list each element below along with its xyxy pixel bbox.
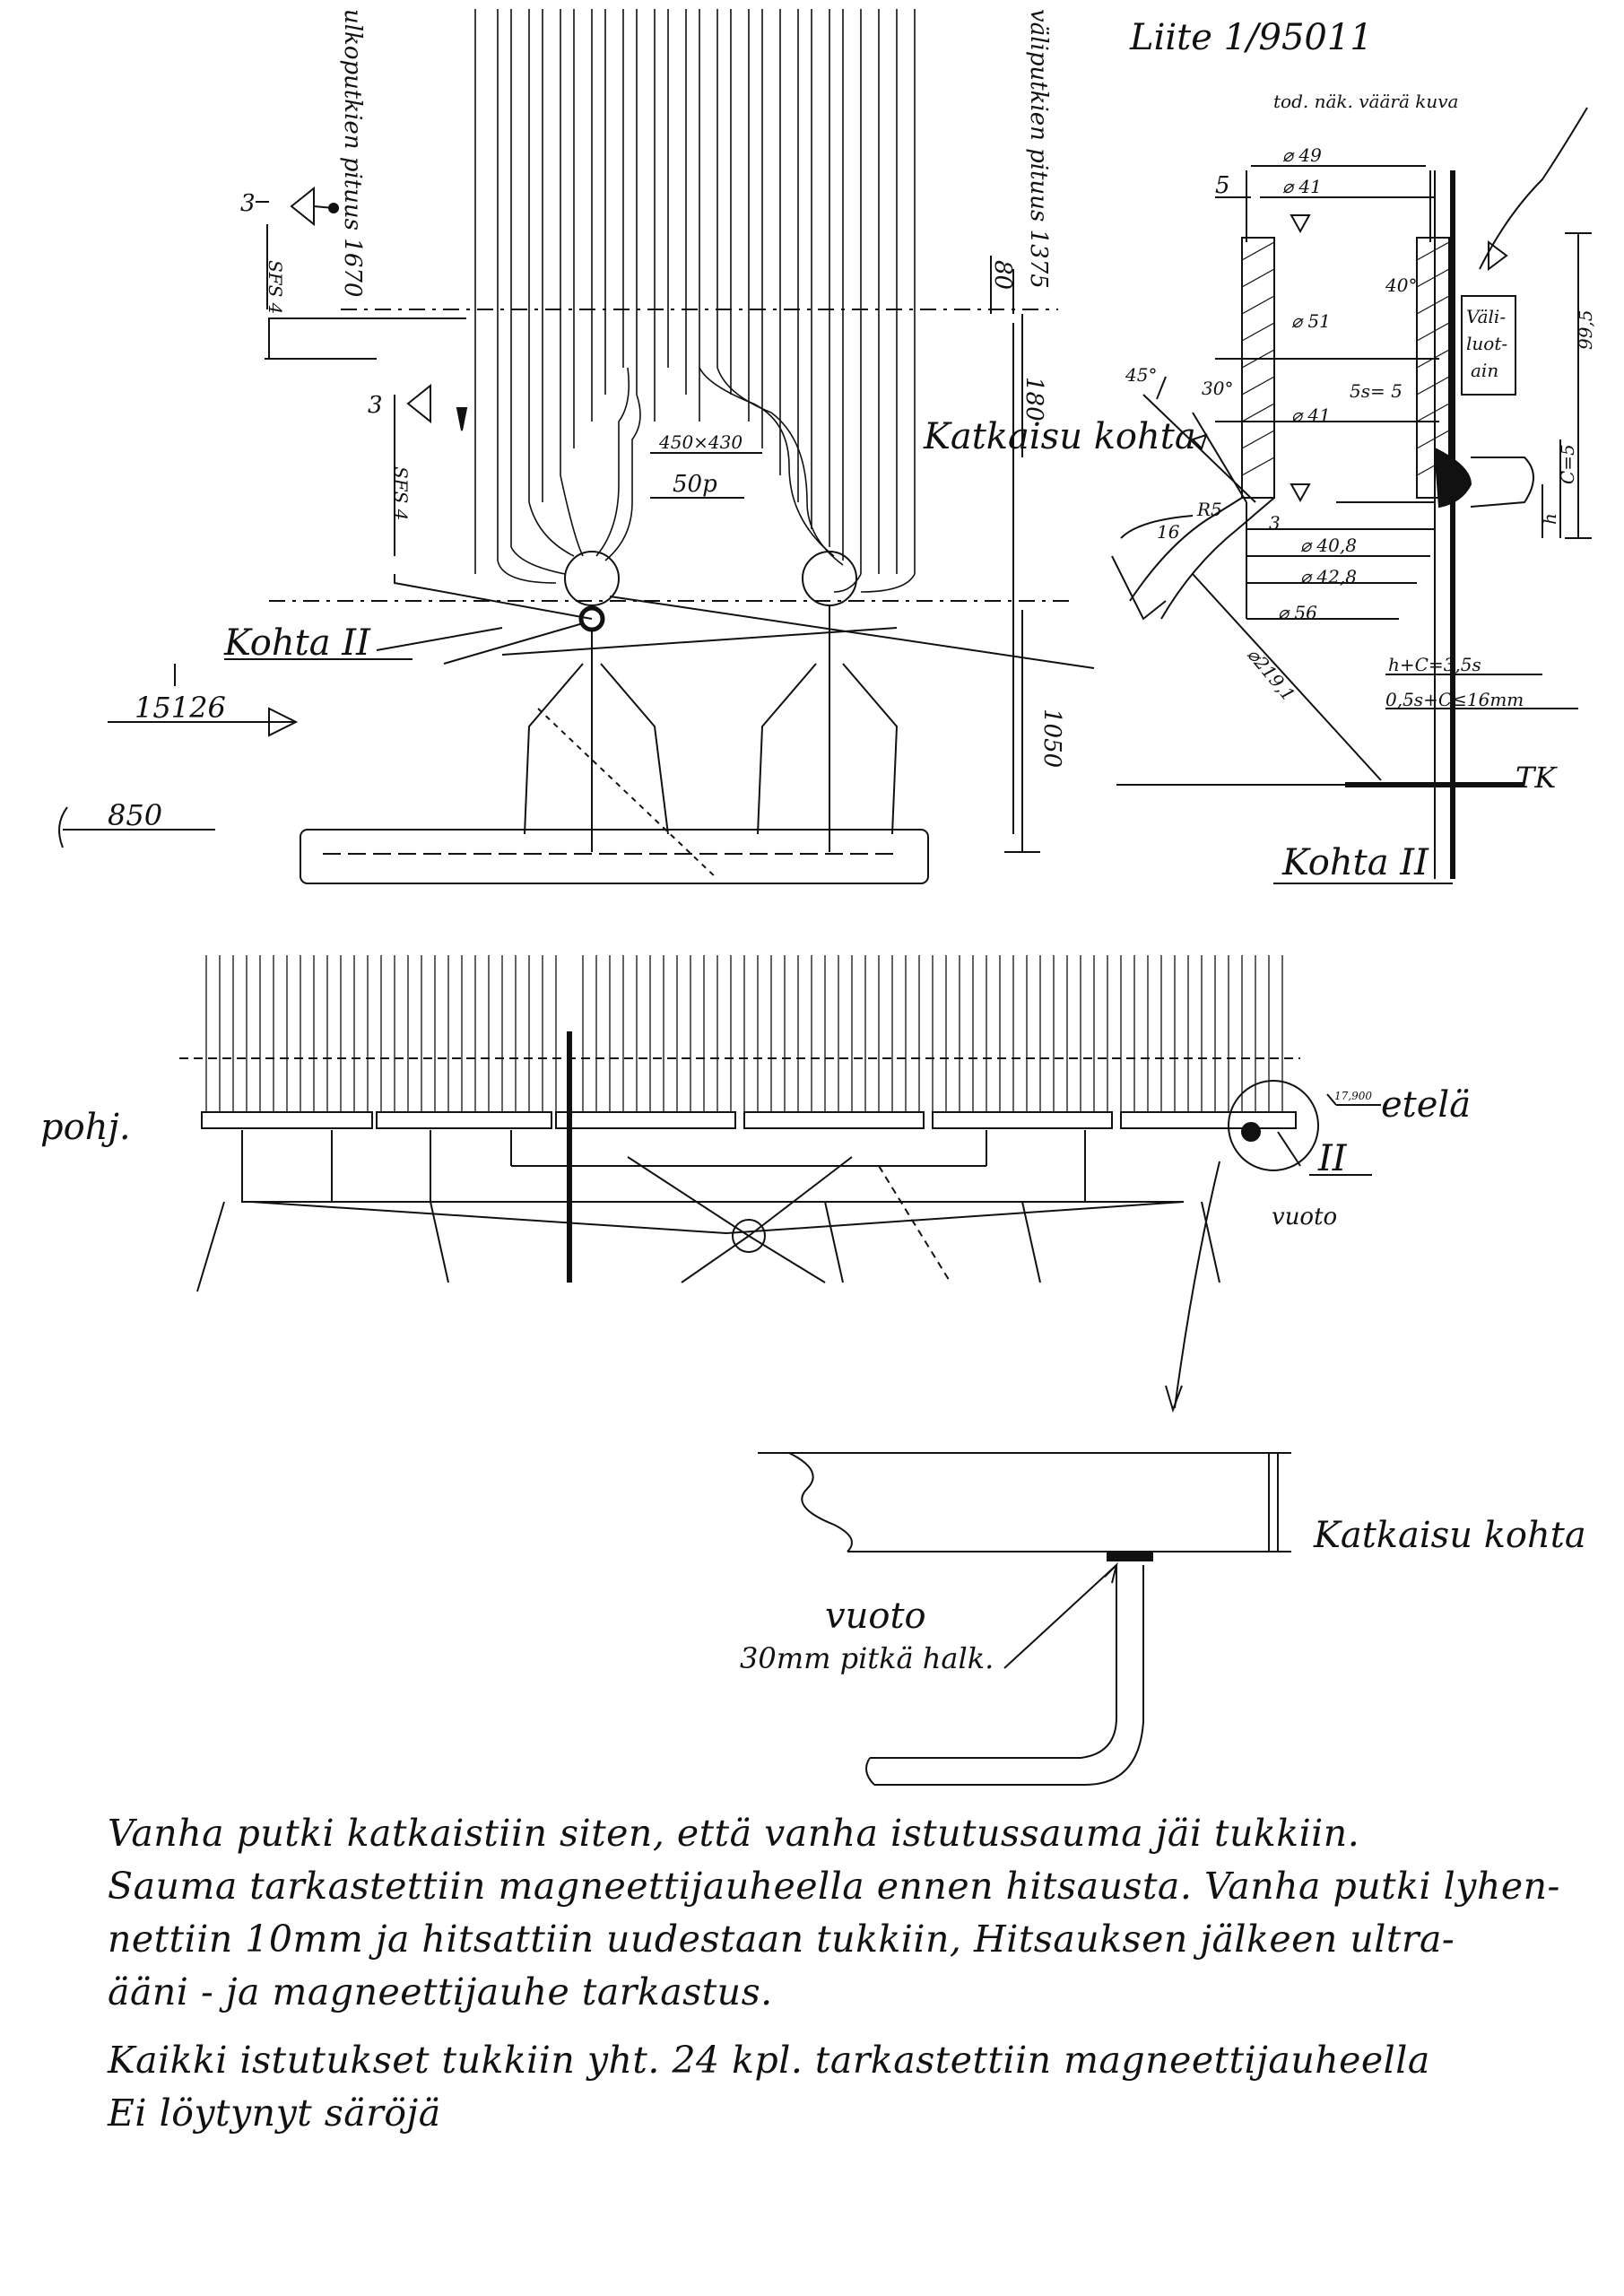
dim-5: 5 [1215,172,1230,199]
north-label: pohj. [40,1107,131,1148]
angle-40: 40° [1385,274,1417,296]
dim-d42-8: ⌀ 42,8 [1300,566,1357,587]
note-line: nettiin 10mm ja hitsattiin uudestaan tuk… [108,1918,1455,1961]
formula-2: 0,5s+C≤16mm [1385,689,1524,710]
dim-16: 16 [1157,521,1180,543]
point-II-label-detail: Kohta II [1281,842,1429,883]
south-label: etelä [1381,1084,1471,1126]
plan-header-circle [732,1219,766,1253]
remark-text: tod. näk. väärä kuva [1273,91,1458,112]
plan-marker-II: II [1317,1138,1348,1179]
dim-d41-mid: ⌀ 41 [1291,404,1331,426]
plan-elevation: 17,900 [1334,1090,1372,1102]
dim-3: 3 [1269,512,1281,534]
tube-bundle-plan [205,955,1283,1112]
dim-d219: ⌀219,1 [1243,644,1299,706]
weld-symbol-number-2: 3 [368,392,383,419]
note-line: Kaikki istutukset tukkiin yht. 24 kpl. t… [108,2039,1430,2082]
tk-label: TK [1515,761,1558,795]
dim-s: 5s= 5 [1350,380,1403,402]
gap-label-1: Väli- [1466,306,1506,327]
repair-note-paragraph: Vanha putki katkaistiin siten, että vanh… [108,1807,1560,2019]
dim-1050: 1050 [1038,709,1065,768]
point-II-label-top: Kohta II [223,622,371,664]
downcomer-branches [524,605,899,880]
bottom-drum [300,829,929,884]
elevation-15126: 15126 [135,691,226,725]
dim-99-5: 99,5 [1575,309,1596,350]
crack-length-label: 30mm pitkä halk. [740,1641,994,1675]
dim-c5: C=5 [1557,444,1578,484]
dim-h: h [1539,513,1560,525]
formula-1: h+C=3,5s [1388,654,1481,675]
header-circle-right [802,551,857,606]
pipe-length-right-label: väliputkien pituus 1375 [1025,9,1052,289]
inspection-note-paragraph: Kaikki istutukset tukkiin yht. 24 kpl. t… [108,2034,1560,2140]
note-line: Ei löytynyt säröjä [108,2092,441,2135]
attachment-ref: Liite 1/95011 [1129,17,1373,58]
dim-80: 80 [989,260,1016,290]
box-sub-label: 50p [673,471,717,498]
dim-180: 180 [1020,377,1047,422]
angle-30: 30° [1202,378,1233,399]
dim-d49: ⌀ 49 [1282,144,1322,166]
header-circle-left [564,551,620,606]
weld-symbol-number-1: 3 [240,190,256,217]
tube-bends [497,367,916,593]
angle-45: 45° [1125,364,1157,386]
note-line: Vanha putki katkaistiin siten, että vanh… [108,1812,1360,1855]
radius-r5: R5 [1196,499,1222,520]
lower-leak-detail [758,1452,1291,1786]
dim-d51: ⌀ 51 [1291,310,1331,332]
note-line: Sauma tarkastettiin magneettijauheella e… [108,1865,1560,1908]
leak-detail-circle [1228,1080,1319,1171]
gap-label-3: ain [1471,360,1498,381]
drawing-labels: Liite 1/95011 tod. näk. väärä kuva ulkop… [40,9,1596,1675]
tube-bundle-top [474,9,916,574]
cut-point-label-lower: Katkaisu kohta [1313,1515,1586,1556]
box-dim-label: 450×430 [658,431,743,453]
plan-view [179,955,1381,1413]
dim-d56: ⌀ 56 [1278,602,1317,623]
cut-point-label-top: Katkaisu kohta [923,416,1196,457]
dim-d41-top: ⌀ 41 [1282,176,1322,197]
elevation-850: 850 [108,798,162,832]
pipe-length-left-label: ulkoputkien pituus 1670 [339,9,366,297]
leak-label-lower: vuoto [825,1596,926,1637]
note-line: ääni - ja magneettijauhe tarkastus. [108,1970,773,2013]
top-elevation-view [58,9,1095,884]
plan-leak-label: vuoto [1272,1204,1337,1231]
weld-detail-view [1111,107,1592,884]
weld-spec-1: SFS 4 [265,260,286,314]
gap-label-2: luot- [1466,333,1507,354]
dim-d40-8: ⌀ 40,8 [1300,535,1357,556]
weld-spec-2: SFS 4 [390,466,412,520]
